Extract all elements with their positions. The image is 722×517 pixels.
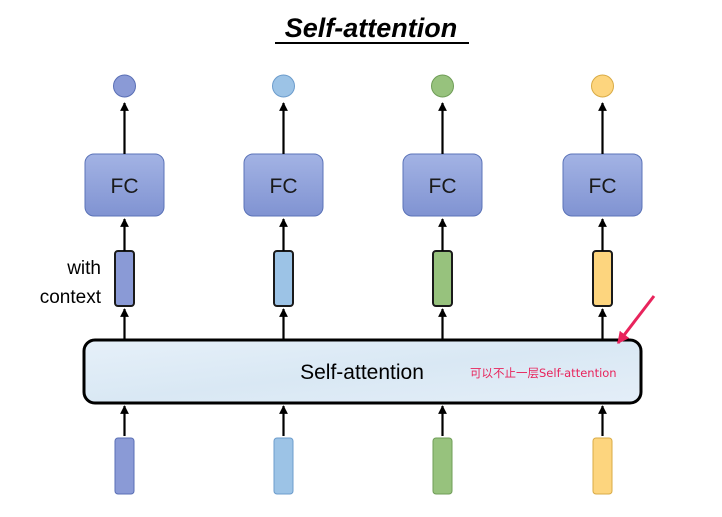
input-vector bbox=[114, 437, 135, 495]
output-node bbox=[272, 74, 295, 98]
input-vector bbox=[273, 437, 294, 495]
fc-label: FC bbox=[111, 175, 139, 198]
fc-label: FC bbox=[589, 175, 617, 198]
self-attention-layer-label: Self-attention bbox=[300, 361, 424, 384]
page-title: Self-attention bbox=[285, 13, 458, 43]
context-vector bbox=[114, 250, 135, 307]
context-label-line2: context bbox=[40, 287, 102, 308]
output-node bbox=[113, 74, 136, 98]
column-2: FC bbox=[243, 74, 324, 495]
annotation-arrow bbox=[616, 295, 656, 344]
context-label-line1: with bbox=[66, 258, 101, 279]
input-vector bbox=[592, 437, 613, 495]
column-3: FC bbox=[402, 74, 483, 495]
output-node bbox=[431, 74, 454, 98]
column-1: FC bbox=[84, 74, 165, 495]
output-node bbox=[591, 74, 614, 98]
context-vector bbox=[432, 250, 453, 307]
fc-label: FC bbox=[429, 175, 457, 198]
self-attention-layer bbox=[82, 338, 643, 405]
context-vector bbox=[592, 250, 613, 307]
context-vector bbox=[273, 250, 294, 307]
input-vector bbox=[432, 437, 453, 495]
fc-label: FC bbox=[270, 175, 298, 198]
column-4: FC bbox=[562, 74, 643, 495]
annotation-text: 可以不止一层Self-attention bbox=[470, 366, 617, 380]
